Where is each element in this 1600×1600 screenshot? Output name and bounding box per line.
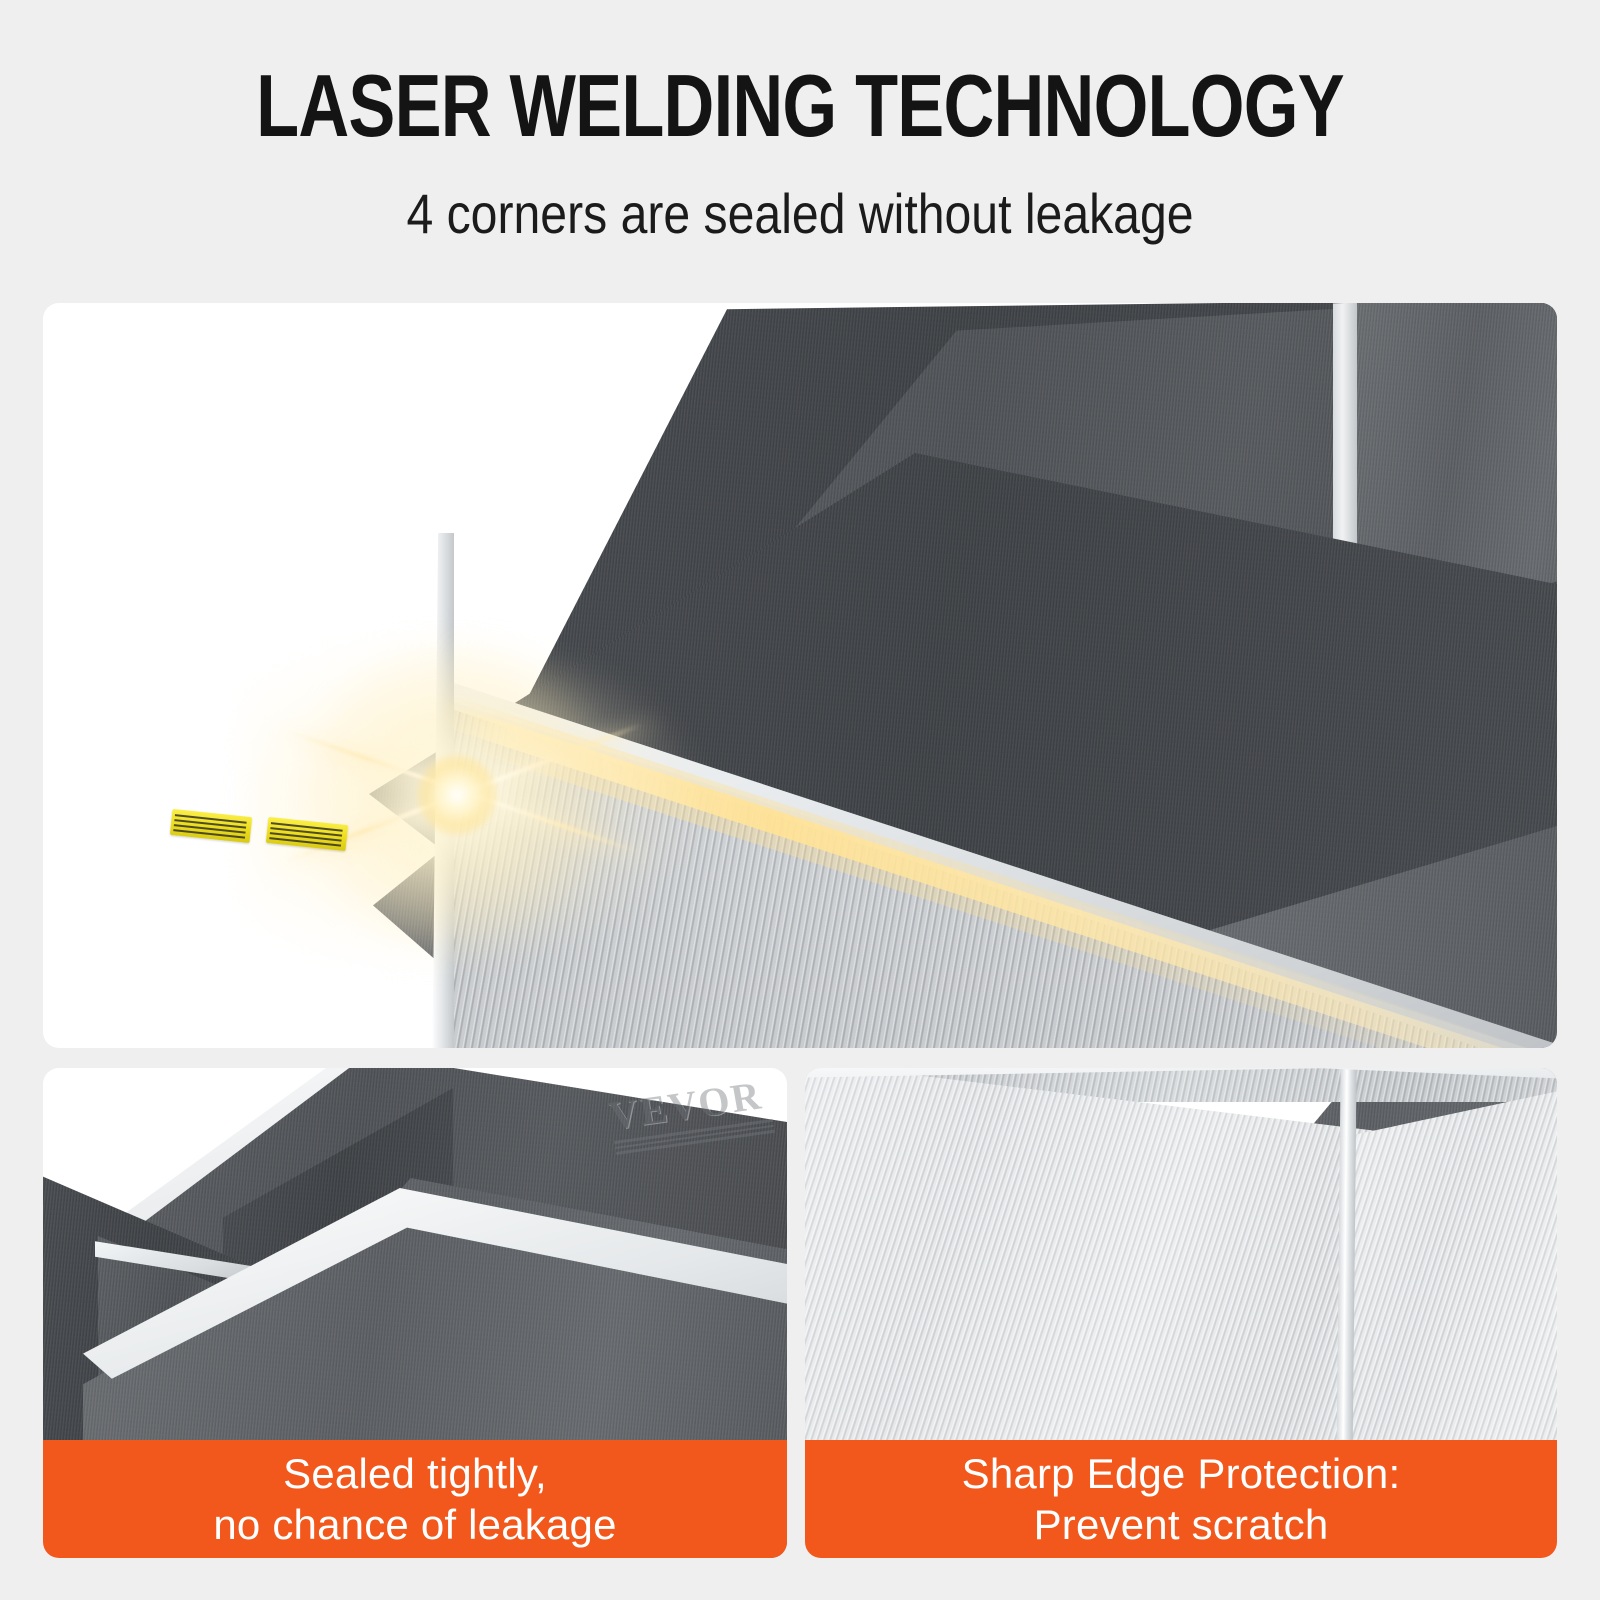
page-title: LASER WELDING TECHNOLOGY <box>256 56 1344 155</box>
caption-right-line2: Prevent scratch <box>1033 1501 1329 1548</box>
caption-right-text: Sharp Edge Protection: Prevent scratch <box>962 1448 1401 1550</box>
page-subtitle: 4 corners are sealed without leakage <box>406 182 1194 245</box>
caption-left-text: Sealed tightly, no chance of leakage <box>213 1448 616 1550</box>
flare-core <box>417 755 497 835</box>
caption-banner-left: Sealed tightly, no chance of leakage <box>43 1440 787 1558</box>
caption-right-line1: Sharp Edge Protection: <box>961 1449 1401 1497</box>
caption-left-line2: no chance of leakage <box>213 1501 617 1548</box>
main-photo-canvas: VEVOR <box>43 303 1557 1048</box>
main-product-photo: VEVOR <box>43 303 1557 1048</box>
caption-left-line1: Sealed tightly, <box>283 1449 547 1497</box>
warning-label-1 <box>169 808 253 844</box>
caption-banner-right: Sharp Edge Protection: Prevent scratch <box>805 1440 1557 1558</box>
